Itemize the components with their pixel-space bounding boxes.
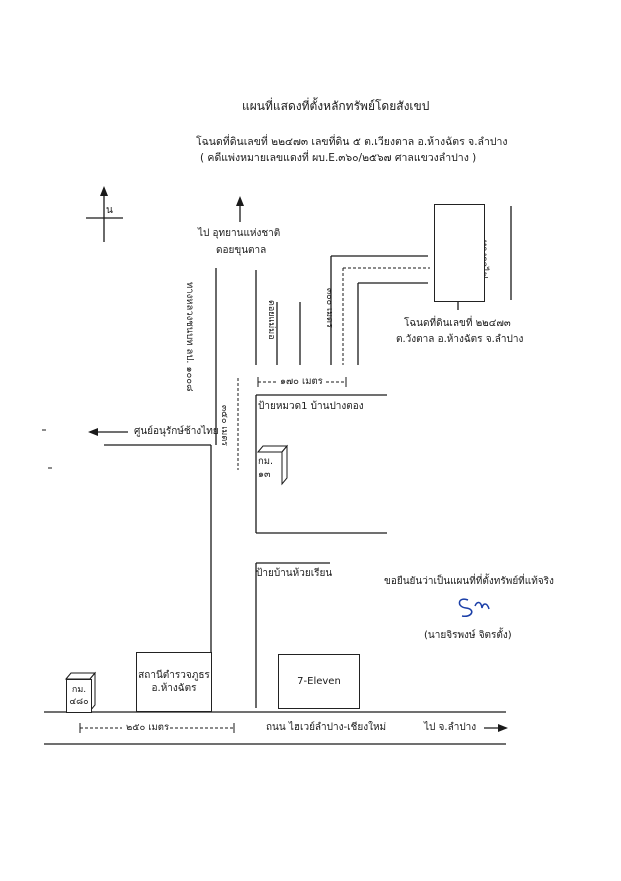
- km13-marker-label: กม. ๑๓: [258, 456, 274, 480]
- rural-road-1008-label: ทางหลวงชนบท ลป. ๑๐๐๘: [184, 282, 195, 392]
- police-station-label: สถานีตำรวจภูธร: [138, 670, 210, 681]
- doi-mae-mor-road-label: ดอยแม่มอ: [266, 300, 276, 340]
- confirmation-statement: ขอยืนยันว่าเป็นแผนที่ที่ตั้งทรัพย์ที่แท้…: [384, 576, 554, 587]
- compass-arrowhead: [100, 186, 108, 196]
- plot-label-location: ต.วังตาล อ.ห้างฉัตร จ.ลำปาง: [396, 334, 524, 345]
- to-park-label: ไป อุทยานแห่งชาติ: [198, 228, 281, 239]
- police-station-district: อ.ห้างฉัตร: [151, 683, 197, 694]
- compass-north-label: น: [106, 205, 113, 216]
- elephant-center-label: ศูนย์อนุรักษ์ช้างไทย: [134, 426, 219, 437]
- to-park-label-2: ดอยขุนตาล: [216, 245, 267, 256]
- deed-description: โฉนดที่ดินเลขที่ ๒๒๔๗๓ เลขที่ดิน ๕ ต.เวี…: [196, 136, 508, 148]
- lampang-arrowhead: [498, 724, 508, 732]
- elephant-arrowhead: [88, 428, 98, 436]
- km480-marker-label: กม. ๔๘๐: [69, 685, 89, 707]
- highway-name-label: ถนน ไฮเวย์ลำปาง-เชียงใหม่: [266, 722, 387, 733]
- case-number: ( คดีแพ่งหมายเลขแดงที่ ผบ.E.๓๖๐/๒๕๖๗ ศาล…: [200, 152, 477, 164]
- park-arrowhead: [236, 196, 244, 206]
- police-station-box: สถานีตำรวจภูธร อ.ห้างฉัตร: [136, 652, 212, 712]
- signer-name: (นายจิรพงษ์ จิตรตั้ง): [424, 630, 512, 641]
- signature-mark: [458, 598, 490, 618]
- distance-170m-label: ๑๗๐ เมตร: [280, 376, 323, 387]
- land-plot: [434, 204, 485, 302]
- plot-label-deed: โฉนดที่ดินเลขที่ ๒๒๔๗๓: [404, 318, 511, 329]
- seven-eleven-store: 7-Eleven: [278, 654, 360, 709]
- distance-300m-label: ๓๐๐ เมตร: [324, 288, 334, 328]
- map-title: แผนที่แสดงที่ตั้งหลักทรัพย์โดยสังเขป: [242, 99, 430, 113]
- km480-marker: กม. ๔๘๐: [66, 679, 92, 713]
- distance-250m-label: ๒๕๐ เมตร: [126, 722, 170, 733]
- distance-350m-label: ๓๕๐ เมตร: [219, 405, 229, 447]
- bus-stop-huai-rian-label: ป้ายบ้านห้วยเรียน: [256, 568, 333, 579]
- bus-stop-pang-tong-label: ป้ายหมวด1 บ้านปางตอง: [258, 401, 364, 412]
- to-lampang-label: ไป จ.ลำปาง: [424, 722, 477, 733]
- km13-marker-side: [281, 444, 288, 486]
- seven-eleven-label: 7-Eleven: [297, 676, 341, 687]
